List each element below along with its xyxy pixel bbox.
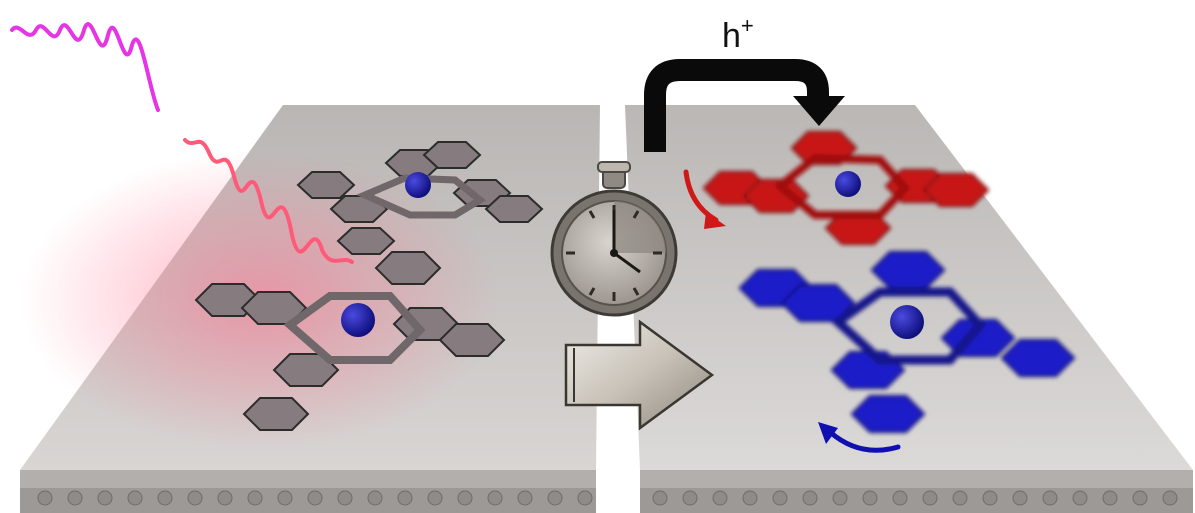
porphyrin-molecule-ground-lower <box>194 251 506 431</box>
process-arrow-icon <box>564 319 715 431</box>
stopwatch-icon <box>550 161 678 317</box>
oxidized-metal-center <box>835 171 861 197</box>
hole-label: h+ <box>722 6 782 55</box>
blue-metal-center <box>890 305 924 339</box>
rotation-arrow-icon <box>683 169 901 453</box>
hole-transfer-arrow-icon <box>644 59 845 152</box>
hole-label-superscript: + <box>740 13 754 38</box>
porphyrin-molecule-blue <box>738 251 1076 433</box>
hole-label-base: h <box>722 17 741 55</box>
laser-pulse-icon <box>10 22 354 264</box>
porphyrin-molecule-oxidized <box>702 131 990 245</box>
porphyrin-molecule-ground-upper <box>296 141 544 255</box>
